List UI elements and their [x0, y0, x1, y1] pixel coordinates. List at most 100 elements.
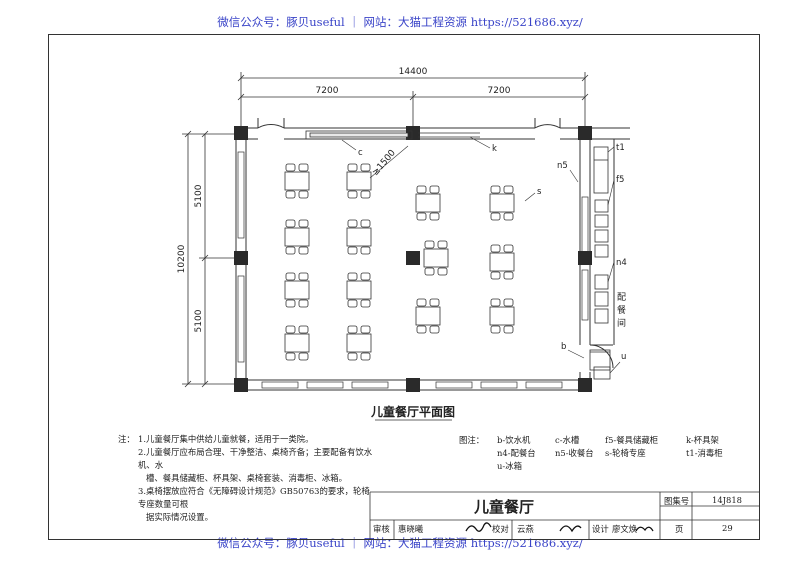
chair [347, 219, 358, 228]
chair [490, 325, 501, 334]
dim-total-depth: 10200 [177, 244, 187, 273]
chair [298, 352, 309, 361]
check-label: 校对 [492, 524, 509, 534]
room-label-char: 餐 [617, 304, 626, 316]
watermark-top: 微信公众号：豚贝useful ｜ 网站：大猫工程资源 https://52168… [217, 15, 583, 29]
chair [437, 240, 448, 249]
chair [416, 298, 427, 307]
dim-left-bay: 7200 [316, 86, 339, 96]
note-line: 据实际情况设置。 [146, 512, 213, 522]
counter-sink [305, 130, 480, 140]
legend-item: b-饮水机 [497, 435, 531, 445]
title-block-lines [369, 491, 760, 540]
chair [429, 212, 440, 221]
tag-n4: n4 [616, 258, 627, 268]
chair [298, 246, 309, 255]
tag-u: u [621, 352, 626, 362]
column [578, 126, 592, 140]
dining-table [346, 227, 372, 247]
chair [347, 246, 358, 255]
chair [490, 298, 501, 307]
note-line: 3.桌椅摆放应符合《无障碍设计规范》GB50763的要求，轮椅专座数量可根 [138, 486, 370, 509]
legend-item: u-冰箱 [497, 461, 522, 471]
diagonal-clearance-label: ≥1500 [371, 148, 398, 178]
chair [347, 299, 358, 308]
chair [285, 246, 296, 255]
chair [490, 271, 501, 280]
chair [490, 244, 501, 253]
drawing-sheet-border [48, 34, 760, 540]
chair [503, 325, 514, 334]
column [406, 251, 420, 265]
chair [298, 219, 309, 228]
note-line: 2.儿童餐厅应布局合理、干净整洁、桌椅齐备；主要配备有饮水机、水 [138, 447, 373, 470]
dining-table [346, 280, 372, 300]
chair [360, 352, 371, 361]
chair [285, 299, 296, 308]
tag-t1: t1 [616, 143, 625, 153]
chair [360, 190, 371, 199]
dim-upper-bay: 5100 [194, 184, 204, 207]
tag-b: b [561, 342, 566, 352]
chair [437, 267, 448, 276]
dining-table [284, 227, 310, 247]
chair [503, 271, 514, 280]
checker-name: 云燕 [517, 524, 534, 534]
chair [360, 325, 371, 334]
dining-table [346, 171, 372, 191]
chair [298, 325, 309, 334]
chair [360, 246, 371, 255]
chair [285, 219, 296, 228]
room-label-char: 间 [617, 317, 626, 329]
dining-table [415, 193, 441, 213]
chair [298, 272, 309, 281]
chair [347, 190, 358, 199]
leader-lines [341, 136, 621, 374]
page-number: 29 [722, 523, 733, 533]
column [406, 378, 420, 392]
chair [490, 185, 501, 194]
legend-item: n5-收餐台 [555, 448, 594, 458]
dining-table [415, 306, 441, 326]
dining-table [346, 333, 372, 353]
chair [429, 185, 440, 194]
columns [234, 126, 592, 392]
tag-f5: f5 [616, 175, 624, 185]
chair [416, 212, 427, 221]
chair [429, 325, 440, 334]
atlas-label: 图集号 [664, 496, 690, 506]
chair [298, 190, 309, 199]
chair [285, 190, 296, 199]
chair [347, 163, 358, 172]
chair [360, 299, 371, 308]
note-line: 槽、餐具储藏柜、杯具架、桌椅套装、消毒柜、冰箱。 [146, 473, 347, 483]
design-label: 设计 [592, 524, 609, 534]
legend-item: t1-消毒柜 [686, 448, 723, 458]
column [406, 126, 420, 140]
chair [503, 298, 514, 307]
notes-prefix: 注： [118, 434, 135, 444]
dimension-lines [182, 72, 589, 388]
chair [285, 352, 296, 361]
page-label: 页 [675, 524, 684, 534]
walls [235, 118, 630, 391]
dining-table [284, 333, 310, 353]
kitchen-cabinets [589, 146, 611, 380]
legend-prefix: 图注： [459, 435, 485, 445]
dining-tables [284, 163, 515, 361]
chair [490, 212, 501, 221]
chair [298, 163, 309, 172]
atlas-number: 14J818 [712, 495, 742, 505]
legend-item: k-杯具架 [686, 435, 719, 445]
room-label-char: 配 [617, 292, 626, 303]
dining-table [489, 252, 515, 272]
column [578, 378, 592, 392]
legend-item: c-水槽 [555, 435, 580, 445]
reviewer-name: 惠晓曦 [398, 524, 424, 534]
chair [424, 240, 435, 249]
chair [285, 272, 296, 281]
tag-c: c [358, 148, 363, 158]
chair [503, 185, 514, 194]
dining-table [489, 193, 515, 213]
